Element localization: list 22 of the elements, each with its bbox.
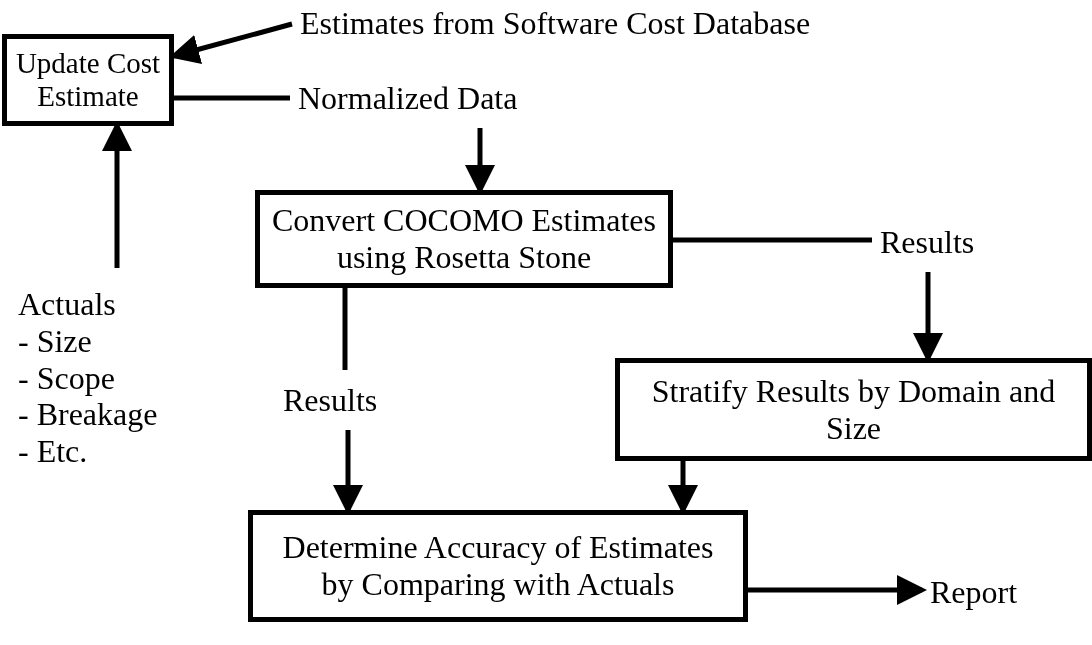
flow-label: Results [283,381,378,419]
box-label: Determine Accuracy of Estimates by Comparing with Actuals [281,529,715,603]
box-label: Convert COCOMO Estimates using Rosetta Stone [271,202,657,276]
flow-label: Estimates from Software Cost Database [300,4,811,42]
process-box [2,34,174,126]
flow-label: - Scope [18,359,115,397]
flow-label: Report [930,573,1018,611]
flow-label: Actuals [18,286,116,323]
box-label: Stratify Results by Domain and Size [650,372,1057,447]
flow-label: - Breakage [18,396,158,434]
flow-label: Results [880,223,975,261]
process-box [255,190,673,288]
connector-line [174,95,290,101]
process-box [615,358,1092,461]
flow-label: - Size [18,322,92,360]
connector-line [342,288,348,370]
connector-line [673,237,872,243]
box-label: Update Cost Estimate [14,46,162,114]
flow-label: Normalized Data [298,79,518,117]
process-box [248,510,748,622]
flow-label: - Etc. [18,433,88,470]
arrow [748,575,927,605]
